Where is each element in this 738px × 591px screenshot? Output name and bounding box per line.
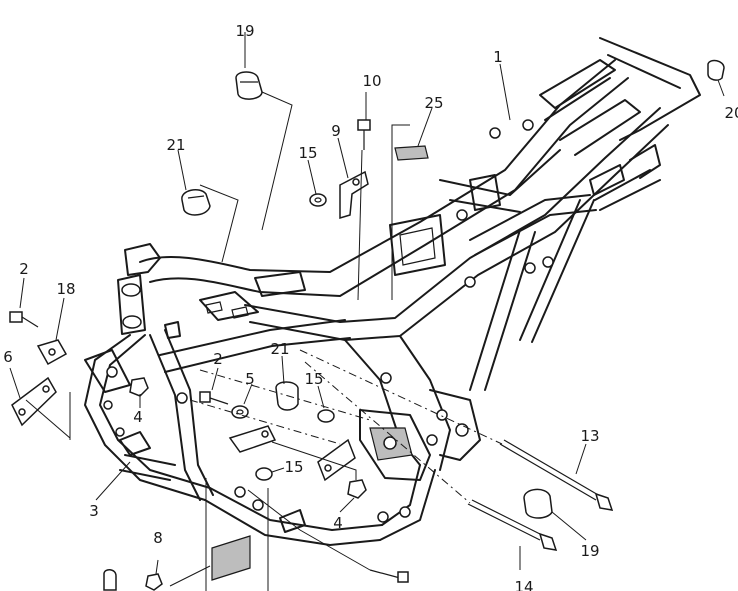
callout-14: 14 [514, 578, 533, 591]
engine-plate-left [228, 425, 277, 453]
callout-19a: 19 [235, 22, 254, 40]
washer-15-mid [317, 409, 335, 423]
plate-6 [11, 376, 57, 427]
pad-25 [394, 145, 429, 161]
callout-10: 10 [362, 72, 381, 90]
callout-9: 9 [331, 122, 341, 140]
clamp-21-upper [181, 188, 211, 216]
callout-19b: 19 [580, 542, 599, 560]
callout-2a: 2 [19, 260, 29, 278]
main-frame [84, 37, 701, 546]
callout-1: 1 [493, 48, 503, 66]
nut-4-left [129, 377, 149, 397]
callout-18: 18 [56, 280, 75, 298]
label-plate [211, 535, 251, 581]
callout-6: 6 [3, 348, 13, 366]
nut-4-center [347, 479, 367, 499]
loose-parts [9, 59, 725, 591]
washer-15-lower [255, 467, 273, 481]
callout-15b: 15 [304, 370, 323, 388]
callout-5: 5 [245, 370, 255, 388]
bolt-2-mid [199, 391, 229, 405]
grommet-19-lower [523, 488, 553, 519]
grommet-19-top [235, 71, 263, 100]
callout-8: 8 [153, 529, 163, 547]
callout-4b: 4 [333, 514, 343, 532]
callout-15a: 15 [298, 144, 317, 162]
callout-15c: 15 [284, 458, 303, 476]
callout-13: 13 [580, 427, 599, 445]
callout-3: 3 [89, 502, 99, 520]
washer-15-top [309, 193, 327, 207]
bracket-9 [339, 170, 369, 220]
leader-lines [9, 32, 725, 591]
bolt-13 [499, 439, 614, 511]
bolt-8 [103, 569, 163, 591]
engine-bracket-center [317, 438, 356, 482]
callout-labels: 1 2 2 3 4 4 5 6 8 9 10 13 14 15 15 15 18… [3, 22, 738, 591]
callout-4a: 4 [133, 408, 143, 426]
bracket-18 [36, 339, 68, 366]
bolt-10 [357, 119, 371, 150]
callout-21a: 21 [166, 136, 185, 154]
bolt-14 [467, 499, 558, 551]
grommet-20 [707, 59, 725, 81]
callout-2b: 2 [213, 350, 223, 368]
callout-20: 20 [724, 104, 738, 122]
callout-21b: 21 [270, 340, 289, 358]
bolt-bottom [369, 569, 409, 583]
callout-25: 25 [424, 94, 443, 112]
bolt-2-left [9, 311, 39, 328]
